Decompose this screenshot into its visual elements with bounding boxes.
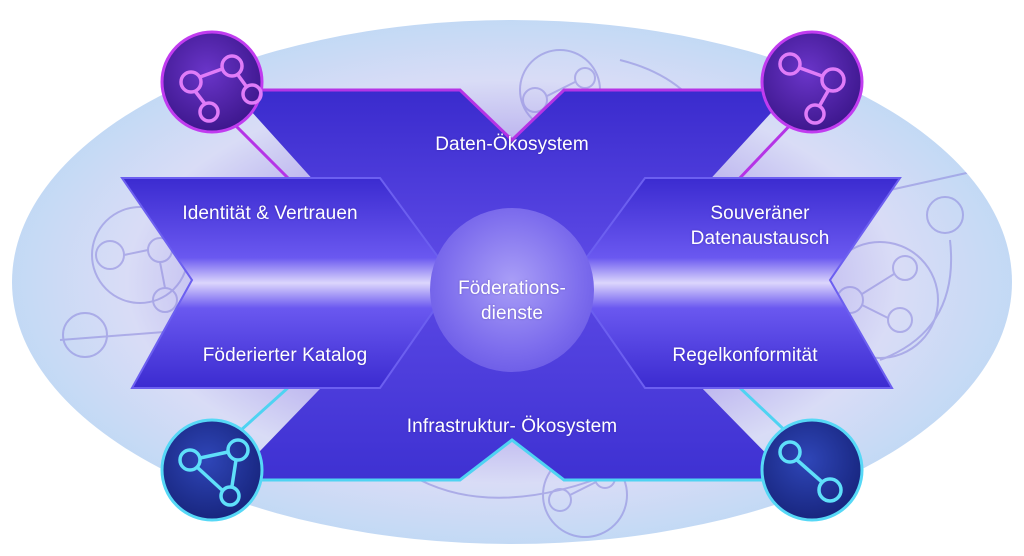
label-sovereign-exchange: Souveräner Datenaustausch <box>690 203 830 249</box>
label-compliance: Regelkonformität <box>672 345 818 366</box>
label-federated-catalog: Föderierter Katalog <box>202 345 368 366</box>
x-bottom-border <box>232 438 792 482</box>
node-top-left <box>160 30 264 134</box>
label-infrastructure-ecosystem: Infrastruktur- Ökosystem <box>406 416 618 437</box>
label-data-ecosystem: Daten-Ökosystem <box>435 134 589 155</box>
network-nodes-icon <box>778 52 846 125</box>
label-federation-services: Föderations- dienste <box>458 278 566 324</box>
link-nodes-icon <box>778 440 843 503</box>
right-chevron-band <box>568 177 902 389</box>
node-bottom-left <box>160 418 264 522</box>
network-nodes-icon <box>178 438 250 507</box>
network-nodes-icon <box>179 54 263 123</box>
left-chevron-band <box>120 177 457 389</box>
x-top-border <box>232 88 792 143</box>
node-top-right <box>760 30 864 134</box>
node-bottom-right <box>760 418 864 522</box>
federation-services-circle <box>430 208 594 372</box>
label-identity-trust: Identität & Vertrauen <box>182 203 358 224</box>
